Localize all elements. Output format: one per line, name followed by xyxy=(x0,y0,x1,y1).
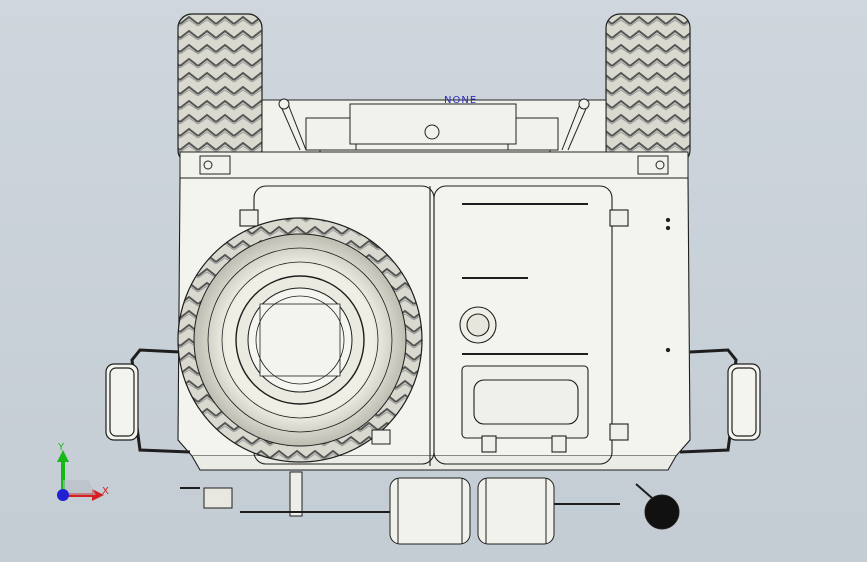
rear-mechanicals xyxy=(180,471,680,545)
y-axis-arrowhead xyxy=(57,450,69,462)
view-orientation-label: NONE xyxy=(444,95,478,106)
triad-axes xyxy=(57,450,104,501)
spare-tire xyxy=(177,217,423,463)
right-mirror xyxy=(679,348,761,454)
left-mirror xyxy=(105,348,191,454)
triad-plane xyxy=(63,480,96,495)
y-axis-label: Y xyxy=(58,442,65,453)
upper-frame xyxy=(179,98,689,179)
front-right-tire xyxy=(605,13,691,165)
x-axis-label: X xyxy=(102,486,109,497)
x-axis-arrowhead xyxy=(92,489,104,501)
coordinate-triad: Y X xyxy=(48,440,118,510)
front-left-tire xyxy=(177,13,263,165)
z-axis-dot xyxy=(57,489,69,501)
